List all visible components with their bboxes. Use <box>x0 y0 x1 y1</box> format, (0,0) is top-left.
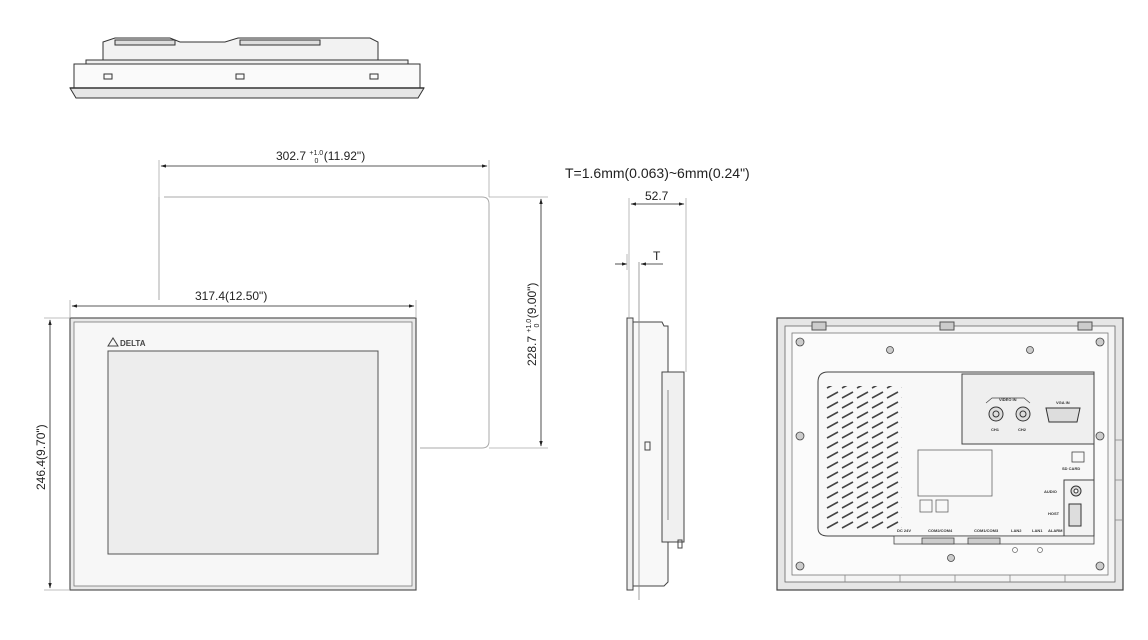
label-lan1: LAN1 <box>1032 528 1043 533</box>
label-sd-card: SD CARD <box>1062 466 1080 471</box>
cutout-width-dimension: 302.7 +1.0 0 (11.92") <box>158 144 490 300</box>
cutout-width-inch: (11.92") <box>324 149 365 163</box>
svg-text:228.7 +1.0 0: 228.7 +1.0 0 (9.00") <box>520 283 542 366</box>
cutout-height-dimension: 228.7 +1.0 0 (9.00") <box>489 196 548 449</box>
cutout-width-tol-plus: +1.0 <box>309 150 323 157</box>
label-host: HOST <box>1048 511 1060 516</box>
label-alarm: ALARM <box>1048 528 1063 533</box>
panel-width-dimension: 317.4(12.50") <box>69 289 417 318</box>
cutout-height-tol-minus: 0 <box>534 323 541 327</box>
cutout-height-value: 228.7 <box>525 336 539 366</box>
depth-dimension: 52.7 <box>628 189 687 372</box>
cutout-height-tol-plus: +1.0 <box>526 319 533 333</box>
delta-logo: DELTA <box>107 337 146 348</box>
rear-view: VIDEO IN CH1 CH2 VGA IN SD CARD AUDIO HO… <box>776 317 1124 591</box>
thickness-dimension: T <box>615 249 663 270</box>
thickness-label: T <box>653 249 661 263</box>
label-com1-com3: COM1/COM3 <box>974 528 999 533</box>
cutout-width-tol-minus: 0 <box>315 158 319 165</box>
top-view <box>69 37 425 99</box>
panel-height-label: 246.4(9.70") <box>34 424 48 490</box>
panel-height-dimension: 246.4(9.70") <box>34 317 70 591</box>
svg-text:302.7 +1.0 0: 302.7 +1.0 0 (11.92") <box>276 144 365 166</box>
label-dc-24v: DC 24V <box>897 528 911 533</box>
cutout-width-value: 302.7 <box>276 149 306 163</box>
label-lan2: LAN2 <box>1011 528 1022 533</box>
front-view: DELTA <box>69 317 417 591</box>
label-vga-in: VGA IN <box>1056 400 1070 405</box>
label-video-in: VIDEO IN <box>999 397 1017 402</box>
thickness-note: T=1.6mm(0.063)~6mm(0.24") <box>565 165 750 181</box>
panel-width-label: 317.4(12.50") <box>195 289 267 303</box>
label-ch2: CH2 <box>1018 427 1027 432</box>
cutout-height-inch: (9.00") <box>525 283 539 319</box>
label-audio: AUDIO <box>1044 489 1057 494</box>
depth-label: 52.7 <box>645 189 669 203</box>
label-ch1: CH1 <box>991 427 1000 432</box>
label-com2-com4: COM2/COM4 <box>928 528 953 533</box>
svg-text:DELTA: DELTA <box>120 339 146 348</box>
side-view <box>626 262 685 600</box>
